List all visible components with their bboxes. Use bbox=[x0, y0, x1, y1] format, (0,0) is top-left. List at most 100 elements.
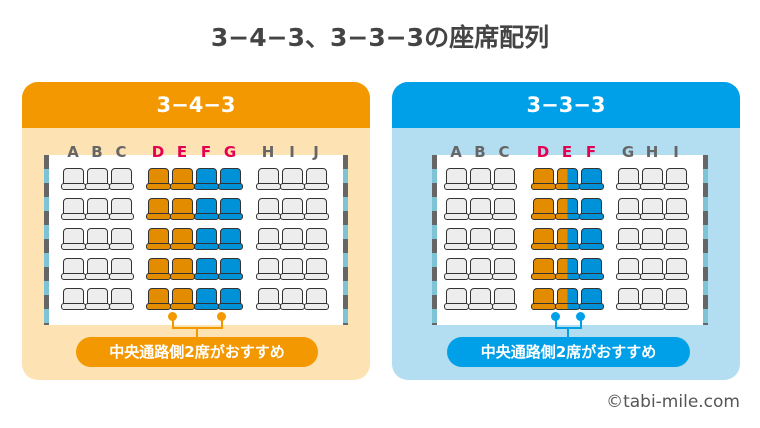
cabin-wall-right bbox=[703, 155, 708, 325]
seat-H2 bbox=[640, 198, 665, 220]
seat-D1 bbox=[531, 168, 556, 190]
seat-G5 bbox=[218, 288, 243, 310]
seat-D3 bbox=[531, 228, 556, 250]
seat-A3 bbox=[61, 228, 86, 250]
seat-H5 bbox=[256, 288, 281, 310]
seat-I5 bbox=[280, 288, 305, 310]
seat-C1 bbox=[109, 168, 134, 190]
seat-column-label: A bbox=[450, 143, 462, 161]
seat-G1 bbox=[616, 168, 641, 190]
seat-D1 bbox=[146, 168, 171, 190]
connector-line bbox=[221, 318, 223, 328]
connector-dot bbox=[168, 312, 177, 321]
seat-J2 bbox=[304, 198, 329, 220]
seat-G3 bbox=[616, 228, 641, 250]
seat-B2 bbox=[468, 198, 493, 220]
connector-dot bbox=[576, 312, 585, 321]
seat-column-label: G bbox=[621, 143, 635, 161]
recommendation-badge: 中央通路側2席がおすすめ bbox=[76, 337, 318, 367]
seat-J5 bbox=[304, 288, 329, 310]
seat-H3 bbox=[256, 228, 281, 250]
seat-C5 bbox=[109, 288, 134, 310]
seat-G4 bbox=[218, 258, 243, 280]
seat-I1 bbox=[664, 168, 689, 190]
connector-dot bbox=[551, 312, 560, 321]
seat-column-label: H bbox=[261, 143, 275, 161]
seat-column-label: E bbox=[176, 143, 188, 161]
seat-column-label: A bbox=[67, 143, 79, 161]
seat-C3 bbox=[109, 228, 134, 250]
seat-column-label: H bbox=[645, 143, 659, 161]
seat-F1 bbox=[579, 168, 604, 190]
seat-A4 bbox=[61, 258, 86, 280]
seat-I3 bbox=[664, 228, 689, 250]
seat-column-label: D bbox=[536, 143, 550, 161]
seat-A1 bbox=[61, 168, 86, 190]
seat-H1 bbox=[256, 168, 281, 190]
seat-B2 bbox=[85, 198, 110, 220]
seat-B1 bbox=[85, 168, 110, 190]
seat-I5 bbox=[664, 288, 689, 310]
seat-C2 bbox=[109, 198, 134, 220]
seat-J3 bbox=[304, 228, 329, 250]
seat-C1 bbox=[492, 168, 517, 190]
seat-column-label: F bbox=[585, 143, 597, 161]
seat-E4 bbox=[170, 258, 195, 280]
seat-C4 bbox=[109, 258, 134, 280]
seat-D4 bbox=[531, 258, 556, 280]
seat-I3 bbox=[280, 228, 305, 250]
seat-C4 bbox=[492, 258, 517, 280]
seat-E5 bbox=[170, 288, 195, 310]
seat-column-label: B bbox=[474, 143, 486, 161]
seat-A3 bbox=[444, 228, 469, 250]
panel-heading: 3−3−3 bbox=[392, 82, 740, 128]
seat-B5 bbox=[85, 288, 110, 310]
seat-column-label: G bbox=[223, 143, 237, 161]
seat-B5 bbox=[468, 288, 493, 310]
seat-D3 bbox=[146, 228, 171, 250]
seat-column-label: D bbox=[151, 143, 165, 161]
seat-B4 bbox=[468, 258, 493, 280]
seat-G2 bbox=[218, 198, 243, 220]
seat-A5 bbox=[444, 288, 469, 310]
seat-I4 bbox=[280, 258, 305, 280]
seat-F1 bbox=[194, 168, 219, 190]
seat-I2 bbox=[664, 198, 689, 220]
seat-H2 bbox=[256, 198, 281, 220]
cabin-wall-left bbox=[44, 155, 49, 325]
seat-E2 bbox=[170, 198, 195, 220]
seat-column-label: J bbox=[313, 143, 319, 161]
connector-line bbox=[172, 318, 174, 328]
seat-F3 bbox=[194, 228, 219, 250]
seat-G4 bbox=[616, 258, 641, 280]
seat-D2 bbox=[146, 198, 171, 220]
connector-dot bbox=[217, 312, 226, 321]
seat-I4 bbox=[664, 258, 689, 280]
seat-F5 bbox=[194, 288, 219, 310]
seat-F2 bbox=[579, 198, 604, 220]
seat-B1 bbox=[468, 168, 493, 190]
seat-B3 bbox=[468, 228, 493, 250]
seat-E3 bbox=[555, 228, 580, 250]
connector-line bbox=[555, 318, 557, 328]
seat-C3 bbox=[492, 228, 517, 250]
seat-I1 bbox=[280, 168, 305, 190]
seat-C5 bbox=[492, 288, 517, 310]
panel-heading: 3−4−3 bbox=[22, 82, 370, 128]
seat-G1 bbox=[218, 168, 243, 190]
seat-D2 bbox=[531, 198, 556, 220]
seat-G5 bbox=[616, 288, 641, 310]
seat-H1 bbox=[640, 168, 665, 190]
connector-line bbox=[567, 327, 569, 337]
connector-line bbox=[196, 327, 198, 337]
seat-D5 bbox=[531, 288, 556, 310]
seat-F4 bbox=[194, 258, 219, 280]
seat-G3 bbox=[218, 228, 243, 250]
seat-A5 bbox=[61, 288, 86, 310]
seat-H4 bbox=[256, 258, 281, 280]
seat-E4 bbox=[555, 258, 580, 280]
seat-E2 bbox=[555, 198, 580, 220]
